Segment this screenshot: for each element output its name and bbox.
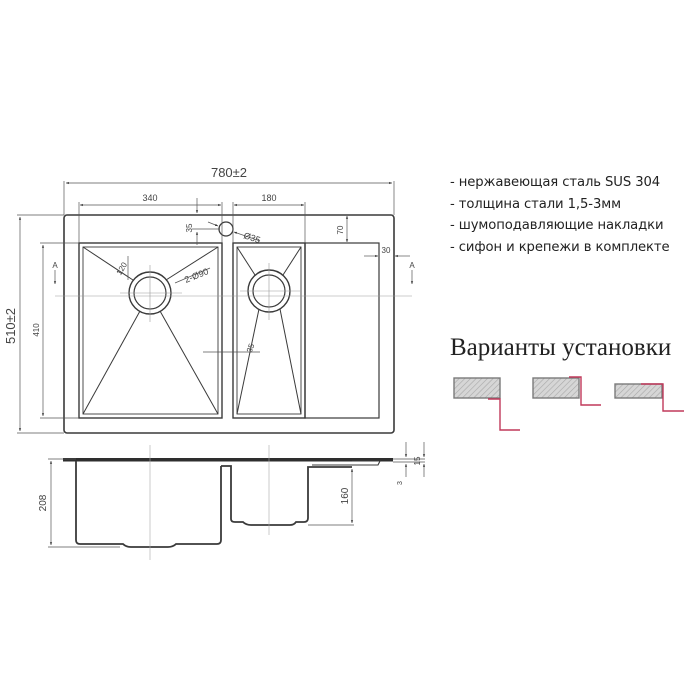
dim-drain-offset: 120 <box>115 260 130 277</box>
installation-variants <box>453 376 684 431</box>
dim-drain-holes: 2-Ø90 <box>183 266 210 285</box>
dim-left-bowl-width: 340 <box>142 193 157 203</box>
plan-view: 780±2 340 180 35 Ø35 70 30 510±2 410 120… <box>3 165 415 434</box>
dim-bowl-depth: 410 <box>32 323 41 337</box>
dim-left-bowl-depth: 208 <box>38 494 49 511</box>
sink-outer-outline <box>63 214 395 434</box>
front-rim <box>63 458 393 462</box>
feature-item-thickness: - толщина стали 1,5-3мм <box>450 196 621 212</box>
features-list: - нержавеющая сталь SUS 304 - толщина ст… <box>450 172 700 258</box>
dim-overall-width: 780±2 <box>211 165 247 180</box>
feature-item-noise-pads: - шумоподавляющие накладки <box>450 218 664 233</box>
section-marker-left: A <box>52 261 58 270</box>
dim-side-edge: 30 <box>382 246 391 255</box>
install-variant-flush <box>532 376 601 406</box>
install-variant-undermount <box>453 377 520 431</box>
dim-flange-thickness: 15 <box>413 456 422 465</box>
dim-right-bowl-width: 180 <box>261 193 276 203</box>
install-variant-topmount <box>614 383 684 412</box>
tap-hole <box>218 221 234 237</box>
center-lines <box>55 263 412 322</box>
drainboard-area <box>304 242 380 419</box>
front-right-bowl <box>221 465 352 526</box>
dim-flange-offset: 3 <box>397 481 404 485</box>
front-view: 208 160 15 3 <box>38 442 426 560</box>
section-marker-right: A <box>409 261 415 270</box>
feature-item-siphon: - сифон и крепежи в комплекте <box>450 239 670 255</box>
plan-dimension-labels: 780±2 340 180 35 Ø35 70 30 510±2 410 120… <box>3 165 415 354</box>
dim-overall-depth: 510±2 <box>3 308 18 344</box>
dim-bowl-divider: 35 <box>245 342 257 354</box>
front-left-bowl <box>75 461 222 548</box>
installation-title: Варианты установки <box>450 334 672 361</box>
feature-item-material: - нержавеющая сталь SUS 304 <box>450 175 661 190</box>
dim-tap-offset: 35 <box>185 223 194 232</box>
dim-right-bowl-depth: 160 <box>340 487 351 504</box>
dim-back-edge: 70 <box>336 225 345 234</box>
plan-dimension-lines <box>17 181 414 434</box>
